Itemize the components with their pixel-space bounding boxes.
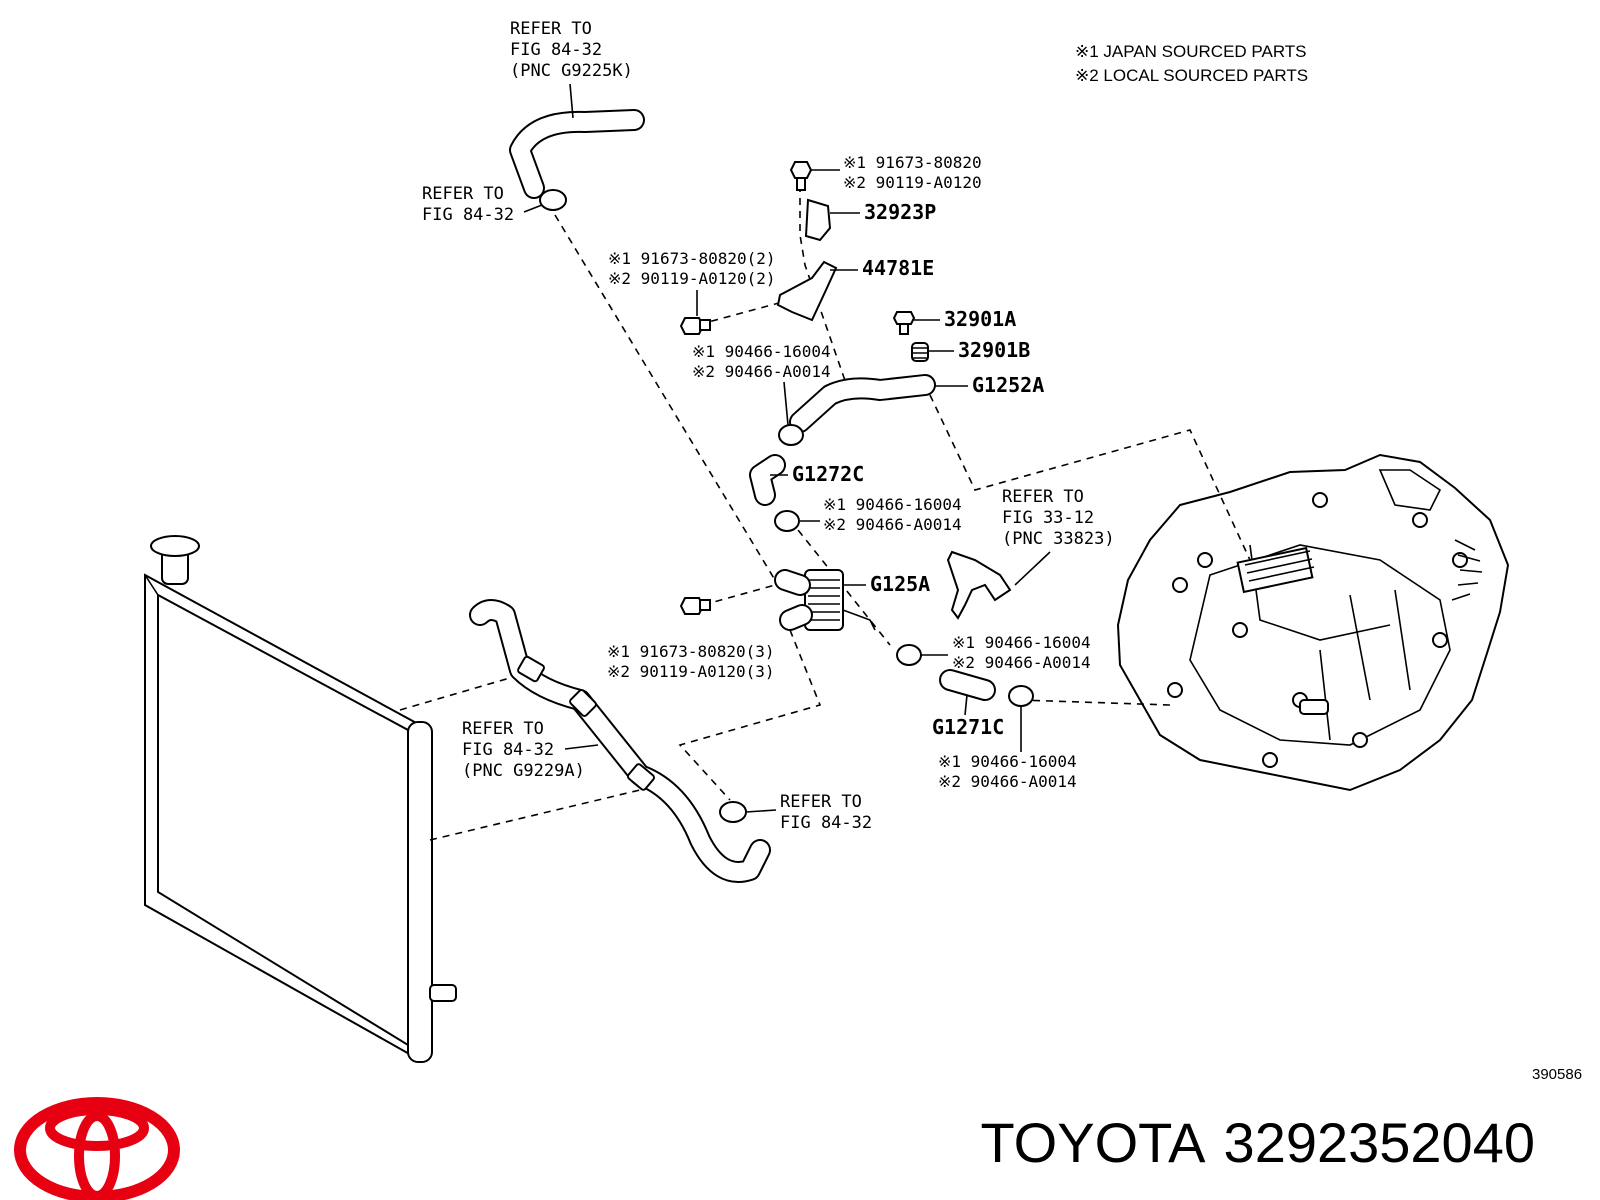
brand-name: TOYOTA <box>980 1111 1206 1174</box>
callout-32901A: 32901A <box>914 307 1016 331</box>
ref-upper-left-line2: FIG 84-32 <box>422 205 514 225</box>
callout-44781E: 44781E <box>830 256 934 280</box>
figure-code: 390586 <box>1532 1066 1582 1083</box>
hoses <box>469 109 996 883</box>
callout-bolt-top: ※1 91673-80820 ※2 90119-A0120 <box>811 153 982 192</box>
radiator <box>144 535 457 1063</box>
ref-right-line2: FIG 33-12 <box>1002 508 1094 528</box>
callout-bolt-low-line2: ※2 90119-A0120(3) <box>607 662 775 681</box>
logo-top-ring <box>45 1105 149 1151</box>
callout-bolt-top-line1: ※1 91673-80820 <box>843 153 982 172</box>
callout-clamp-d-line2: ※2 90466-A0014 <box>938 772 1077 791</box>
callout-clamp-b-line2: ※2 90466-A0014 <box>823 515 962 534</box>
ref-top-line2: FIG 84-32 <box>510 40 602 60</box>
ref-lower-clamp-line1: REFER TO <box>780 792 862 812</box>
part-32923P-label: 32923P <box>864 200 936 224</box>
ref-lower-hose-line1: REFER TO <box>462 719 544 739</box>
callout-G1271C: G1271C <box>932 694 1004 739</box>
part-32901B-label: 32901B <box>958 338 1030 362</box>
callout-clamp-a-line2: ※2 90466-A0014 <box>692 362 831 381</box>
callout-clamp-c-line2: ※2 90466-A0014 <box>952 653 1091 672</box>
ref-upper-left-line1: REFER TO <box>422 184 504 204</box>
ref-right-line3: (PNC 33823) <box>1002 529 1115 549</box>
callout-G1272C: G1272C <box>770 462 864 486</box>
callout-bolt-low-line1: ※1 91673-80820(3) <box>607 642 775 661</box>
ref-lower-clamp-line2: FIG 84-32 <box>780 813 872 833</box>
ref-lower-hose: REFER TO FIG 84-32 (PNC G9229A) <box>462 719 599 781</box>
legend-japan-sourced: ※1 JAPAN SOURCED PARTS <box>1075 42 1307 61</box>
callout-clamp-c: ※1 90466-16004 ※2 90466-A0014 <box>921 633 1091 672</box>
part-G1272C-label: G1272C <box>792 462 864 486</box>
clamp-top <box>539 189 567 211</box>
callout-bolt-mid-line1: ※1 91673-80820(2) <box>608 249 776 268</box>
ref-top-line1: REFER TO <box>510 19 592 39</box>
toyota-logo-icon <box>14 1097 180 1200</box>
ref-right: REFER TO FIG 33-12 (PNC 33823) <box>1002 487 1115 586</box>
part-G1252A-label: G1252A <box>972 373 1044 397</box>
callout-bolt-top-line2: ※2 90119-A0120 <box>843 173 982 192</box>
ref-lower-clamp: REFER TO FIG 84-32 <box>745 792 872 833</box>
legend-local-sourced: ※2 LOCAL SOURCED PARTS <box>1075 66 1308 85</box>
callout-bolt-mid-line2: ※2 90119-A0120(2) <box>608 269 776 288</box>
part-44781E-label: 44781E <box>862 256 934 280</box>
ref-lower-hose-line2: FIG 84-32 <box>462 740 554 760</box>
callout-clamp-b: ※1 90466-16004 ※2 90466-A0014 <box>800 495 962 534</box>
ref-top-line3: (PNC G9225K) <box>510 61 633 81</box>
ref-right-line1: REFER TO <box>1002 487 1084 507</box>
callout-clamp-b-line1: ※1 90466-16004 <box>823 495 962 514</box>
callout-G1252A: G1252A <box>934 373 1044 397</box>
part-32901A-label: 32901A <box>944 307 1016 331</box>
legend: ※1 JAPAN SOURCED PARTS ※2 LOCAL SOURCED … <box>1075 42 1308 85</box>
callout-32901B: 32901B <box>928 338 1030 362</box>
logo-vertical-ring <box>74 1111 120 1200</box>
callout-bolt-mid: ※1 91673-80820(2) ※2 90119-A0120(2) <box>608 249 776 316</box>
ref-lower-hose-line3: (PNC G9229A) <box>462 761 585 781</box>
ref-top: REFER TO FIG 84-32 (PNC G9225K) <box>510 19 633 119</box>
callout-clamp-d: ※1 90466-16004 ※2 90466-A0014 <box>938 706 1077 791</box>
hardware <box>539 161 1034 823</box>
callout-clamp-c-line1: ※1 90466-16004 <box>952 633 1091 652</box>
part-G1271C-label: G1271C <box>932 715 1004 739</box>
callout-clamp-a-line1: ※1 90466-16004 <box>692 342 831 361</box>
callout-clamp-a: ※1 90466-16004 ※2 90466-A0014 <box>692 342 831 426</box>
part-G125A-label: G125A <box>870 572 930 596</box>
callout-32923P: 32923P <box>830 200 936 224</box>
brand-part-number-line: TOYOTA 3292352040 <box>895 1110 1535 1176</box>
part-number: 3292352040 <box>1223 1111 1535 1174</box>
transaxle-assembly <box>1116 453 1510 792</box>
ref-upper-left: REFER TO FIG 84-32 <box>422 184 543 225</box>
callout-clamp-d-line1: ※1 90466-16004 <box>938 752 1077 771</box>
callout-G125A: G125A <box>843 572 930 596</box>
callout-bolt-low: ※1 91673-80820(3) ※2 90119-A0120(3) <box>607 642 775 681</box>
